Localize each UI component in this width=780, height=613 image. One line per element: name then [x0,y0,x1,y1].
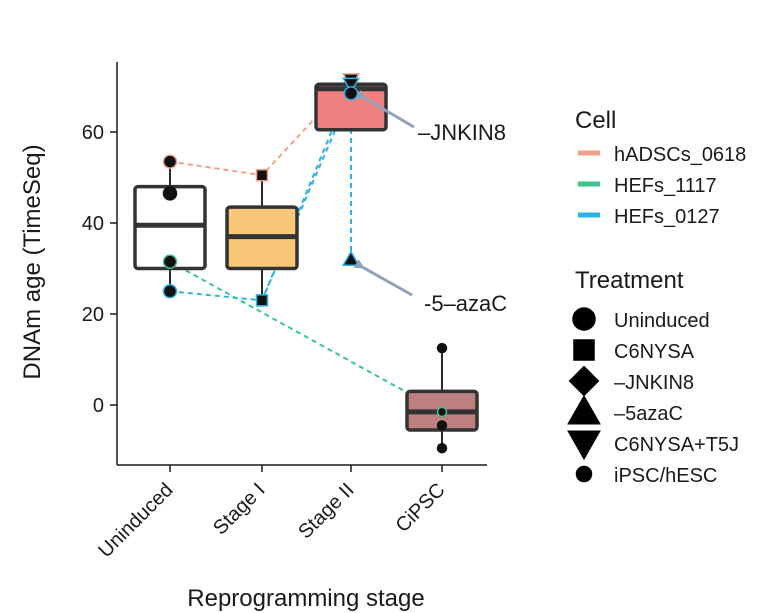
data-point [341,250,361,266]
data-points [162,73,448,454]
data-point [255,294,269,307]
legend-label: –JNKIN8 [614,372,694,394]
data-point [436,406,448,418]
legend-marker [573,339,595,361]
data-point [436,342,448,354]
legend-marker [567,430,601,461]
data-point [341,77,361,94]
legend-cell-title: Cell [575,107,616,134]
trajectory-lines [169,78,443,413]
data-point [162,284,178,299]
legend-marker [575,465,593,483]
annotation-arrow [355,89,415,129]
y-tick-label: 40 [82,213,104,235]
annotation-arrow [353,259,413,297]
annotations: –JNKIN8 -5–azaC [353,89,507,316]
data-point [255,168,269,182]
x-tick-label: CiPSC [392,479,450,537]
legend-marker [568,365,600,397]
annotation-label: -5–azaC [424,291,507,316]
x-tick-label: Stage I [209,479,269,539]
legend-marker [567,394,601,425]
trajectory-line [169,260,443,413]
data-point [162,254,178,269]
data-point [162,154,178,169]
legend-label: HEFs_1117 [614,175,717,197]
x-tick-label: Stage II [294,479,358,543]
data-point [343,86,359,101]
data-point [436,420,448,431]
legend: Cell hADSCs_0618HEFs_1117HEFs_0127Treatme… [567,107,746,487]
data-point [162,186,178,201]
boxes [133,81,479,449]
annotation-label: –JNKIN8 [418,120,506,145]
legend-label: C6NYSA+T5J [614,434,739,456]
legend-marker [572,307,596,331]
legend-treatment-title: Treatment [575,267,684,294]
data-point [436,442,448,454]
y-tick-label: 60 [82,122,104,144]
legend-label: –5azaC [614,403,683,425]
legend-label: HEFs_0127 [614,206,720,228]
legend-label: C6NYSA [614,341,695,363]
legend-label: iPSC/hESC [614,465,717,487]
legend-label: Uninduced [614,310,710,332]
y-tick-label: 0 [93,395,104,417]
y-axis-label: DNAm age (TimeSeq) [19,144,46,379]
legend-label: hADSCs_0618 [614,144,746,166]
x-axis-label: Reprogramming stage [187,585,424,612]
x-tick-label: Uninduced [94,479,177,562]
y-tick-label: 20 [82,304,104,326]
